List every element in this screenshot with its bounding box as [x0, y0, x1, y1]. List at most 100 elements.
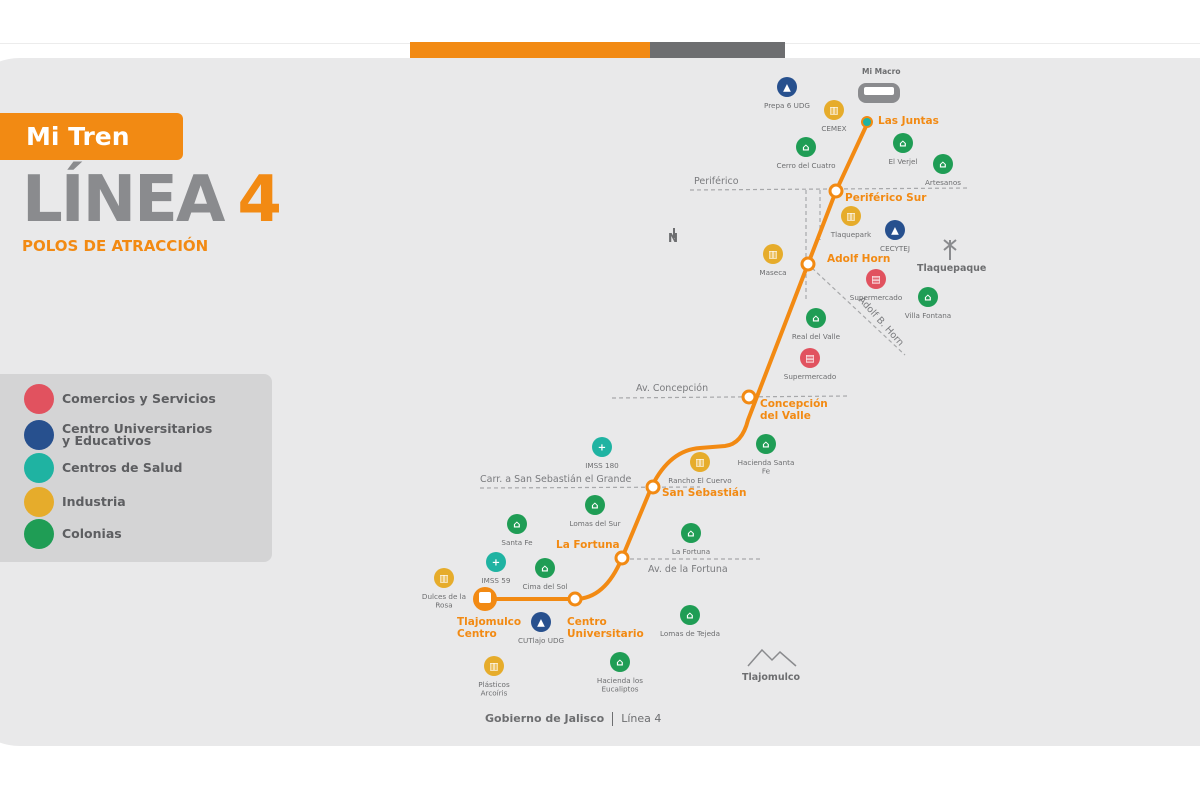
poi-colonias[interactable]: ⌂ El Verjel [889, 133, 918, 166]
poi-label: Lomas del Sur [569, 519, 620, 528]
factory-icon [24, 487, 54, 517]
station-las-juntas[interactable] [861, 116, 873, 128]
poi-label: Rancho El Cuervo [668, 476, 731, 485]
poi-colonias[interactable]: ⌂ Villa Fontana [905, 287, 951, 320]
factory-icon [434, 568, 454, 588]
poi-industria[interactable]: ▥Rancho El Cuervo [668, 452, 732, 485]
poi-educativos[interactable]: ▲Prepa 6 UDG [764, 77, 810, 110]
poi-label: CECYTEJ [880, 244, 910, 253]
factory-icon [841, 206, 861, 226]
legend-item-colonias: Colonias [24, 519, 222, 549]
poi-label: El Verjel [889, 157, 918, 166]
factory-icon-glyph: ▥ [489, 662, 498, 673]
legend-label: Industria [62, 494, 126, 509]
poi-colonias[interactable]: ⌂Lomas del Sur [569, 495, 621, 528]
poi-salud[interactable]: +IMSS 59 [482, 552, 511, 585]
store-icon [866, 269, 886, 289]
road-av-concepcion [611, 395, 851, 399]
graduation-cap-icon-glyph: ▲ [783, 83, 791, 94]
road-san-sebastian [479, 486, 701, 489]
houses-icon [24, 519, 54, 549]
poi-label: Artesanos [925, 178, 961, 187]
station-adolf-horn[interactable] [800, 256, 816, 272]
station-label: San Sebastián [662, 487, 747, 499]
factory-icon [484, 656, 504, 676]
poi-salud[interactable]: + IMSS 180 [585, 437, 619, 470]
municipality-label: Tlajomulco [742, 672, 800, 683]
houses-icon [681, 523, 701, 543]
factory-icon [824, 100, 844, 120]
legend-label: Centros de Salud [62, 460, 183, 475]
station-tlajomulco-centro[interactable] [473, 587, 497, 611]
road-label: Carr. a San Sebastián el Grande [480, 474, 632, 485]
road-label: Av. Concepción [636, 383, 708, 394]
poi-industria[interactable]: ▥Maseca [759, 244, 787, 277]
poi-label: IMSS 59 [482, 576, 511, 585]
station-centro-universitario[interactable] [567, 591, 583, 607]
houses-icon-glyph: ⌂ [687, 529, 694, 540]
legend-label: Colonias [62, 526, 122, 541]
legend: Comercios y Servicios Centro Universitar… [0, 374, 272, 562]
poi-educativos[interactable]: ▲CECYTEJ [880, 220, 910, 253]
title-text: LÍNEA [22, 163, 225, 237]
road-label: Periférico [694, 176, 739, 187]
legend-label: Centro Universitarios y Educativos [62, 421, 213, 448]
poi-colonias[interactable]: ⌂Artesanos [925, 154, 961, 187]
poi-label: Villa Fontana [905, 311, 951, 320]
poi-colonias[interactable]: ⌂Santa Fe [501, 514, 533, 547]
poi-label: Maseca [759, 268, 786, 277]
station-label: Periférico Sur [845, 192, 927, 204]
health-cross-icon-glyph: + [598, 443, 606, 454]
poi-industria[interactable]: ▥CEMEX [821, 100, 847, 133]
houses-icon [585, 495, 605, 515]
houses-icon-glyph: ⌂ [686, 611, 693, 622]
houses-icon [796, 137, 816, 157]
train-icon [479, 592, 491, 603]
store-icon [24, 384, 54, 414]
poi-label: Supermercado [784, 372, 836, 381]
houses-icon-glyph: ⌂ [812, 314, 819, 325]
station-san-sebastian[interactable] [645, 479, 661, 495]
page-subtitle: POLOS DE ATRACCIÓN [22, 237, 209, 255]
poi-industria[interactable]: ▥Tlaquepark [830, 206, 872, 239]
poi-educativos[interactable]: ▲CUTlajo UDG [518, 612, 564, 645]
station-periferico-sur[interactable] [828, 183, 844, 199]
poi-colonias[interactable]: ⌂Cima del Sol [523, 558, 568, 591]
factory-icon [690, 452, 710, 472]
station-la-fortuna[interactable] [614, 550, 630, 566]
graduation-cap-icon [885, 220, 905, 240]
health-cross-icon [592, 437, 612, 457]
poi-colonias[interactable]: ⌂Cerro del Cuatro [776, 137, 836, 170]
graduation-cap-icon [777, 77, 797, 97]
legend-label: Comercios y Servicios [62, 391, 216, 406]
poi-label: Cerro del Cuatro [776, 161, 835, 170]
station-label: La Fortuna [556, 539, 620, 551]
poi-colonias[interactable]: ⌂ Lomas de Tejeda [660, 605, 720, 638]
houses-icon [893, 133, 913, 153]
houses-icon-glyph: ⌂ [924, 293, 931, 304]
station-concepcion-del-valle[interactable] [741, 389, 757, 405]
houses-icon-glyph: ⌂ [899, 139, 906, 150]
houses-icon-glyph: ⌂ [616, 658, 623, 669]
health-cross-icon [24, 453, 54, 483]
poi-label: Lomas de Tejeda [660, 629, 720, 638]
poi-comercios[interactable]: ▤Supermercado [784, 348, 836, 381]
footer-gov: Gobierno de Jalisco [485, 712, 605, 725]
poi-colonias[interactable]: ⌂La Fortuna [672, 523, 710, 556]
poi-colonias[interactable]: ⌂Real del Valle [792, 308, 841, 341]
poi-label: IMSS 180 [585, 461, 619, 470]
poi-comercios[interactable]: ▤Supermercado [850, 269, 902, 302]
factory-icon-glyph: ▥ [829, 106, 838, 117]
factory-icon-glyph: ▥ [846, 212, 855, 223]
legend-item-educativos: Centro Universitarios y Educativos [24, 420, 222, 450]
